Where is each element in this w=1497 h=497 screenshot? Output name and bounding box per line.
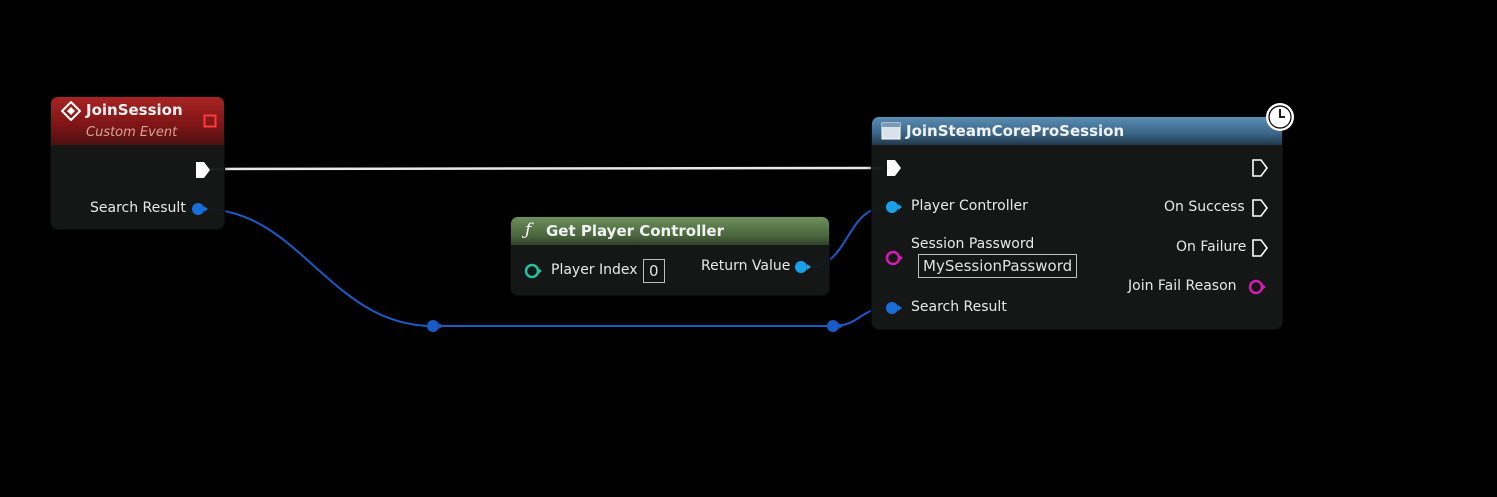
on-success-label: On Success: [1164, 199, 1245, 215]
on-failure-exec-pin[interactable]: [1251, 238, 1269, 258]
exec-out-pin[interactable]: [1251, 158, 1269, 178]
exec-in-pin[interactable]: [885, 158, 903, 178]
join-fail-reason-output-pin[interactable]: [1248, 279, 1268, 295]
return-value-label: Return Value: [701, 258, 791, 274]
join-steam-header: JoinSteamCoreProSession: [872, 117, 1282, 145]
get-player-controller-title: Get Player Controller: [546, 222, 724, 240]
join-fail-reason-label: Join Fail Reason: [1128, 278, 1237, 294]
player-index-value-field[interactable]: 0: [643, 259, 665, 283]
join-session-subtitle: Custom Event: [86, 125, 178, 140]
session-password-input-pin[interactable]: [885, 250, 905, 266]
search-result-output-label: Search Result: [90, 200, 186, 216]
on-success-exec-pin[interactable]: [1251, 198, 1269, 218]
reroute-node-left[interactable]: [427, 320, 439, 332]
red-square-icon[interactable]: [203, 114, 217, 128]
join-session-event-node[interactable]: JoinSession Custom Event Search Result: [51, 97, 224, 229]
player-controller-label: Player Controller: [911, 198, 1028, 214]
exec-out-pin[interactable]: [194, 160, 212, 180]
clock-icon: [1266, 103, 1294, 131]
session-password-label: Session Password: [911, 236, 1035, 252]
search-result-output-pin[interactable]: [191, 201, 209, 217]
function-f-icon: ƒ: [525, 220, 532, 240]
return-value-output-pin[interactable]: [794, 259, 812, 275]
reroute-node-right[interactable]: [827, 320, 839, 332]
exec-wire: [207, 166, 883, 171]
search-result-input-pin[interactable]: [885, 300, 905, 316]
get-player-controller-node[interactable]: ƒ Get Player Controller Player Index 0 R…: [511, 217, 829, 295]
join-session-header: JoinSession Custom Event: [51, 97, 224, 145]
get-player-controller-header: ƒ Get Player Controller: [511, 217, 829, 245]
player-index-input-pin[interactable]: [524, 263, 544, 279]
session-password-value-field[interactable]: MySessionPassword: [918, 254, 1078, 278]
on-failure-label: On Failure: [1176, 239, 1247, 255]
diamond-event-icon: [61, 101, 81, 121]
join-steam-core-pro-session-node[interactable]: JoinSteamCoreProSession Player Controlle…: [872, 117, 1282, 329]
player-index-label: Player Index: [551, 262, 638, 278]
player-controller-input-pin[interactable]: [885, 199, 905, 215]
join-steam-title: JoinSteamCoreProSession: [906, 122, 1125, 140]
join-session-title: JoinSession: [86, 101, 183, 119]
search-result-wire: [202, 208, 888, 327]
search-result-input-label: Search Result: [911, 299, 1007, 315]
window-icon: [881, 122, 901, 140]
